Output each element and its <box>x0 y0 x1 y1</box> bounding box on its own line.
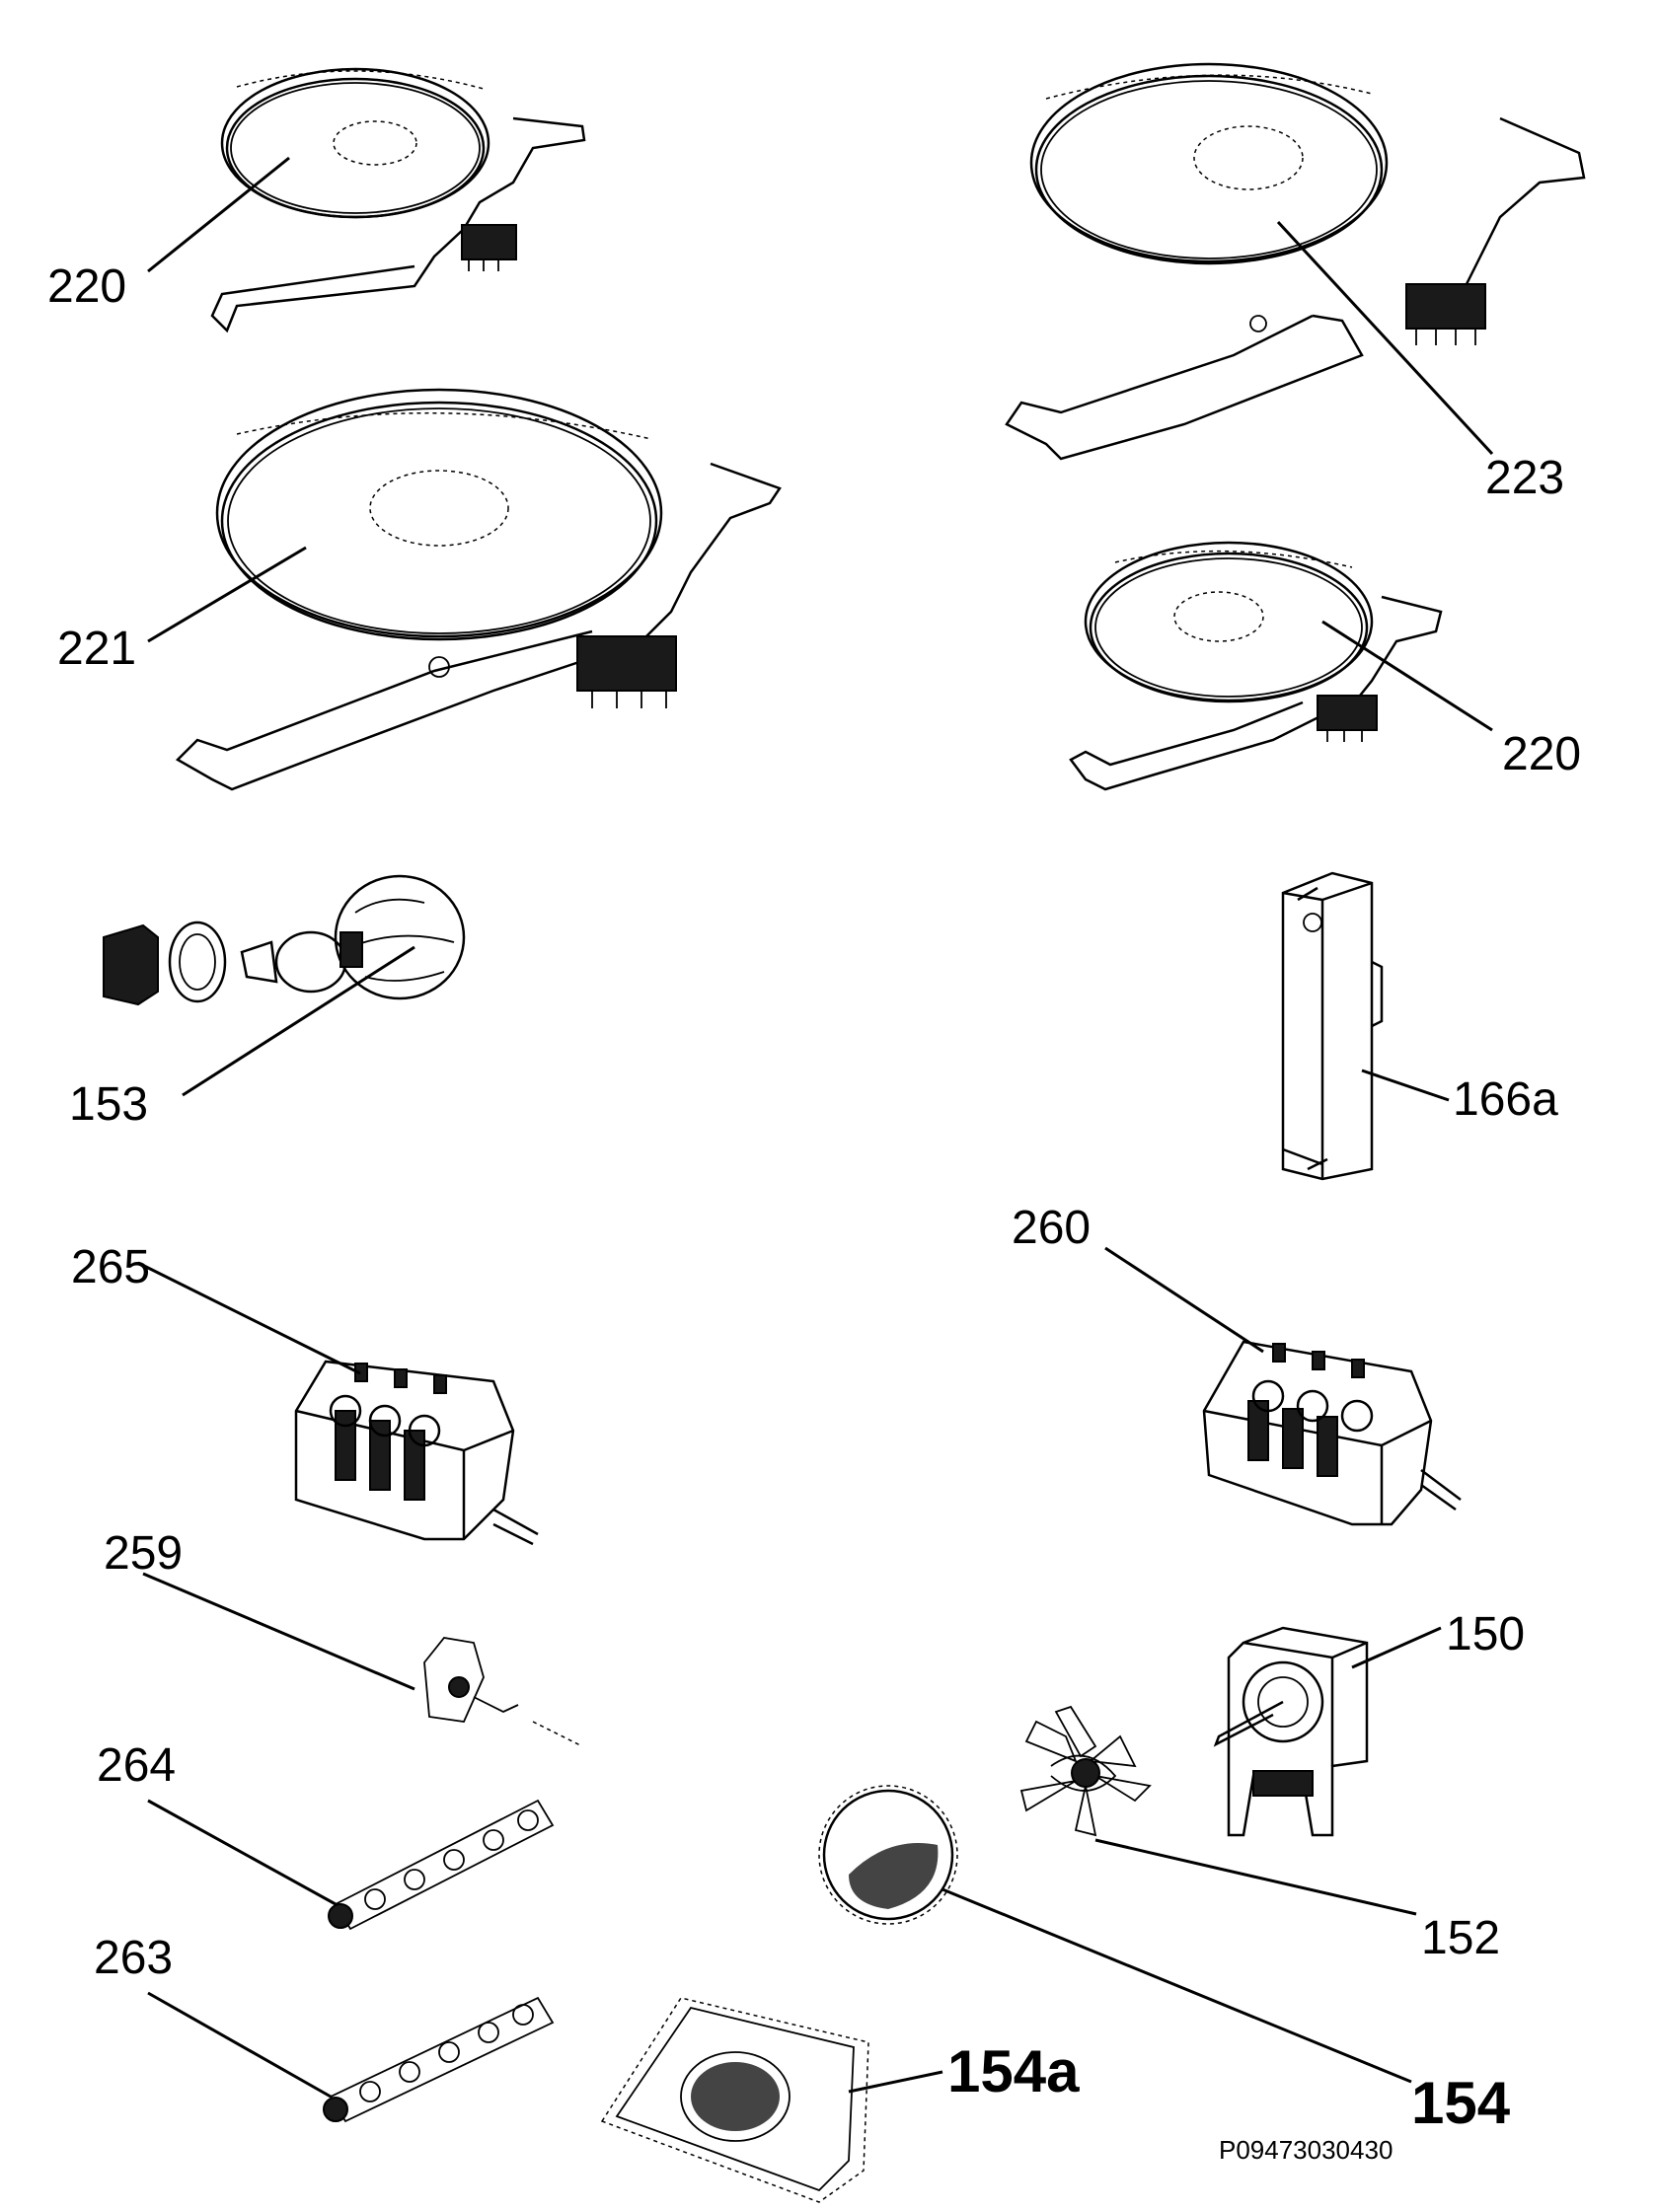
leader-lines <box>137 156 1494 2099</box>
callout-223: 223 <box>1485 452 1564 504</box>
callout-259: 259 <box>104 1527 183 1580</box>
callout-152: 152 <box>1421 1912 1500 1964</box>
callout-263: 263 <box>94 1932 173 1984</box>
thermal-cutout-166a <box>1281 871 1384 1181</box>
callout-153: 153 <box>69 1078 148 1131</box>
hotplate-221-large <box>175 388 782 791</box>
drawing-id: P09473030430 <box>1219 2135 1393 2165</box>
callout-154a: 154a <box>947 2038 1080 2104</box>
callout-220-top-left: 220 <box>47 260 126 313</box>
callout-260: 260 <box>1012 1202 1091 1254</box>
fan-motor-150 <box>1213 1626 1369 1837</box>
callout-264: 264 <box>97 1739 176 1792</box>
back-panel-154a <box>600 1997 869 2203</box>
fan-grille-154 <box>818 1785 958 1925</box>
selector-switch-265 <box>294 1360 539 1546</box>
hotplate-223-large <box>1005 62 1586 461</box>
element-264 <box>328 1799 555 1931</box>
callout-166a: 166a <box>1453 1073 1558 1126</box>
selector-switch-260 <box>1202 1340 1462 1526</box>
callout-221: 221 <box>57 623 136 675</box>
hotplate-220-small <box>210 67 586 333</box>
callout-220-right: 220 <box>1502 728 1581 780</box>
callout-154: 154 <box>1411 2070 1511 2136</box>
hotplate-220-right <box>1069 541 1443 791</box>
fan-blade-152 <box>1019 1705 1152 1837</box>
element-263 <box>323 1996 555 2123</box>
callout-150: 150 <box>1446 1608 1525 1660</box>
small-switch-259 <box>423 1637 583 1747</box>
oven-lamp-153 <box>103 874 466 1006</box>
callout-265: 265 <box>71 1241 150 1293</box>
